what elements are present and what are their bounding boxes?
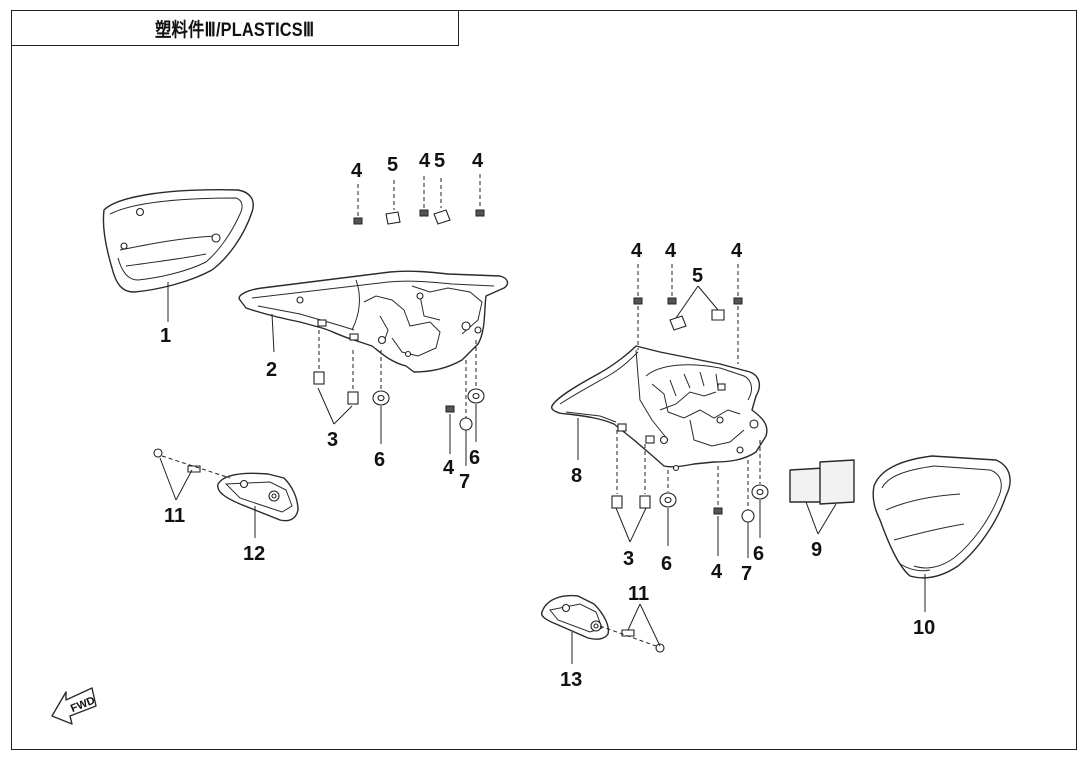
callout-11a: 11 (164, 505, 185, 527)
callout-7b: 7 (741, 563, 752, 585)
callout-10: 10 (913, 617, 935, 639)
callout-13: 13 (560, 669, 582, 691)
part-13-right-small-cover (540, 594, 610, 640)
callout-5a: 5 (387, 154, 398, 176)
callout-4b: 4 (419, 150, 431, 172)
part-10-right-side-cover (872, 455, 1011, 579)
diagram-title: 塑料件Ⅲ/PLASTICSⅢ (155, 19, 315, 41)
leader-lines (159, 282, 926, 664)
callout-9: 9 (811, 539, 822, 561)
part-2-left-inner-frame (238, 270, 509, 373)
callout-6d: 6 (753, 543, 764, 565)
part-12-left-small-cover (217, 472, 299, 522)
part-9-pads (789, 459, 855, 505)
callout-11b: 11 (628, 583, 649, 605)
callout-6a: 6 (374, 449, 385, 471)
part-8-right-inner-frame (551, 345, 768, 472)
callout-3a: 3 (327, 429, 338, 451)
title-block: 塑料件Ⅲ/PLASTICSⅢ (11, 10, 459, 46)
callout-4d: 4 (443, 457, 455, 479)
part-1-left-side-cover (102, 189, 254, 293)
callout-4f: 4 (665, 240, 677, 262)
callout-6c: 6 (661, 553, 672, 575)
callout-1: 1 (160, 325, 171, 347)
callout-6b: 6 (469, 447, 480, 469)
forward-direction-arrow: FWD (51, 687, 97, 725)
callout-4e: 4 (631, 240, 643, 262)
hardware-left (153, 174, 485, 479)
callout-12: 12 (243, 543, 265, 565)
hardware-right (599, 264, 769, 653)
callout-2: 2 (266, 359, 277, 381)
drawing-frame (11, 10, 1077, 750)
callout-5b: 5 (434, 150, 445, 172)
callout-3b: 3 (623, 548, 634, 570)
callout-7a: 7 (459, 471, 470, 493)
callout-4c: 4 (472, 150, 484, 172)
callout-5c: 5 (692, 265, 703, 287)
callout-4h: 4 (711, 561, 723, 583)
callout-4a: 4 (351, 160, 363, 182)
callout-4g: 4 (731, 240, 743, 262)
callout-labels: 1 2 3 4 5 4 5 4 6 4 7 6 11 12 4 4 5 4 8 … (160, 150, 935, 691)
callout-8: 8 (571, 465, 582, 487)
